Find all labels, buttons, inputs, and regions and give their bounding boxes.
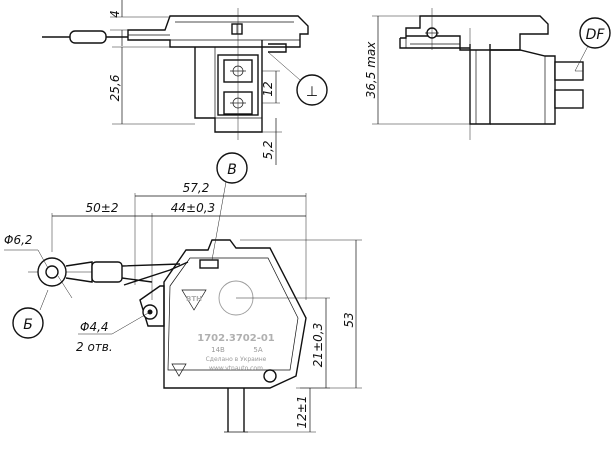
dim-body-height: 53 (342, 312, 356, 327)
side-view: DF 36,5 max (364, 8, 611, 140)
part-number: 1702.3702-01 (197, 333, 275, 344)
logo-mark: ВТН (186, 295, 202, 303)
dim-max-height: 36,5 max (364, 41, 378, 99)
dim-body-width: 44±0,3 (171, 201, 215, 215)
dim-top-height: 4 (108, 10, 122, 18)
dim-total-width: 57,2 (183, 181, 210, 195)
dim-tail-height: 12±1 (295, 396, 309, 429)
ground-callout: ⊥ (306, 84, 318, 100)
dim-hole-count: 2 отв. (76, 340, 113, 354)
made-in-label: Сделано в Украине (206, 356, 267, 363)
dim-hole-diameter: Φ4,4 (80, 320, 109, 334)
dim-ring-diameter: Φ6,2 (4, 233, 33, 247)
b-latin-callout: B (227, 162, 237, 178)
df-callout: DF (586, 27, 606, 43)
website-label: www.vtnauto.com (209, 365, 263, 372)
dim-mount-height: 21±0,3 (311, 323, 325, 367)
dim-terminal-gap: 12 (261, 81, 275, 96)
dim-left-height: 25,6 (108, 74, 122, 101)
dim-wire-length: 50±2 (86, 201, 119, 215)
current-rating: 5А (253, 346, 262, 354)
voltage-rating: 14В (211, 346, 225, 354)
dim-bottom-offset: 5,2 (261, 140, 275, 159)
top-view: ⊥ 4 25,6 12 5,2 (42, 0, 328, 165)
b-cyrillic-callout: Б (23, 317, 33, 333)
bottom-view: 57,2 50±2 44±0,3 Φ6,2 Б (4, 152, 362, 433)
